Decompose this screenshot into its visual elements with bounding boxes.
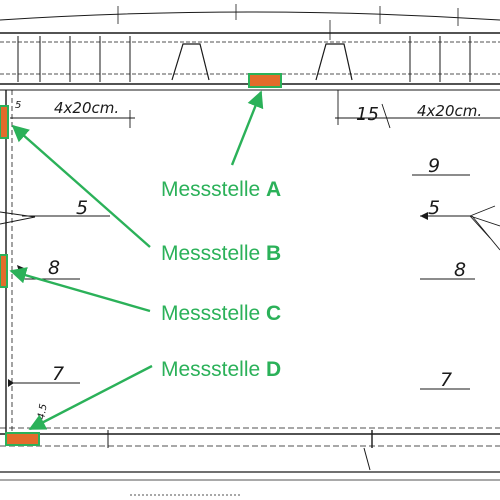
label-d: Messstelle D [161, 358, 281, 381]
arrow-d [28, 364, 153, 431]
dim-right-row4: 7 [440, 369, 452, 391]
sensor-b [0, 105, 9, 139]
dim-right-row1: 9 [428, 155, 440, 177]
dim-left-row2: 5 [76, 197, 88, 219]
label-b: Messstelle B [161, 242, 281, 265]
top-beam [0, 4, 500, 91]
sensor-c [0, 254, 8, 288]
dim-top-left-spacing: 4x20cm. [54, 99, 119, 117]
dim-right-row2: 5 [428, 197, 440, 219]
label-c: Messstelle C [161, 302, 281, 325]
sensor-d [5, 432, 40, 446]
label-a: Messstelle A [161, 178, 281, 201]
dim-top-right-num: 15 [356, 104, 379, 125]
arrow-b [11, 124, 151, 248]
arrow-a [230, 90, 264, 166]
dim-left-row3: 8 [48, 257, 60, 279]
dim-top-left-small: 5 [15, 100, 21, 111]
leader-arrows [9, 90, 264, 431]
bottom-beam [0, 427, 500, 496]
dimension-text: 5 4x20cm. 15 4x20cm. 9 5 5 8 8 7 7 4.5 [15, 99, 482, 421]
sensor-a [248, 73, 282, 88]
dimension-lines [0, 90, 500, 390]
dim-left-row4: 7 [52, 363, 64, 385]
dim-bottom-left-small: 4.5 [36, 403, 50, 421]
arrow-c [9, 267, 151, 313]
dim-right-row3: 8 [454, 259, 466, 281]
sensor-markers [0, 73, 282, 446]
measurement-labels: Messstelle A Messstelle B Messstelle C M… [161, 178, 281, 381]
dim-top-right-spacing: 4x20cm. [417, 102, 482, 120]
